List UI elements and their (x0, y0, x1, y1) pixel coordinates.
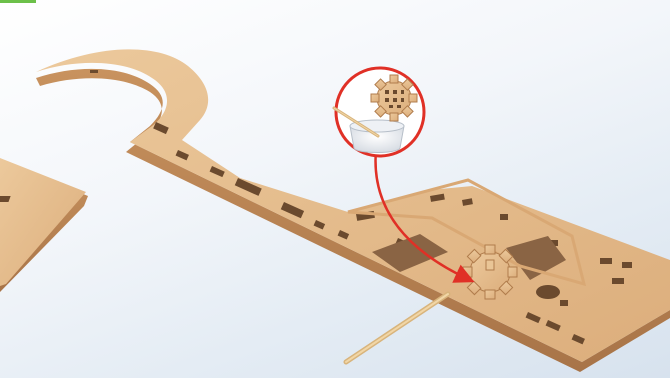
axle-hole (536, 285, 560, 299)
side-panel-part (0, 158, 88, 292)
toothpick-tool (346, 294, 448, 362)
glue-callout (334, 68, 424, 156)
callout-gear-icon (371, 75, 417, 121)
mounted-gear-part (463, 245, 517, 299)
